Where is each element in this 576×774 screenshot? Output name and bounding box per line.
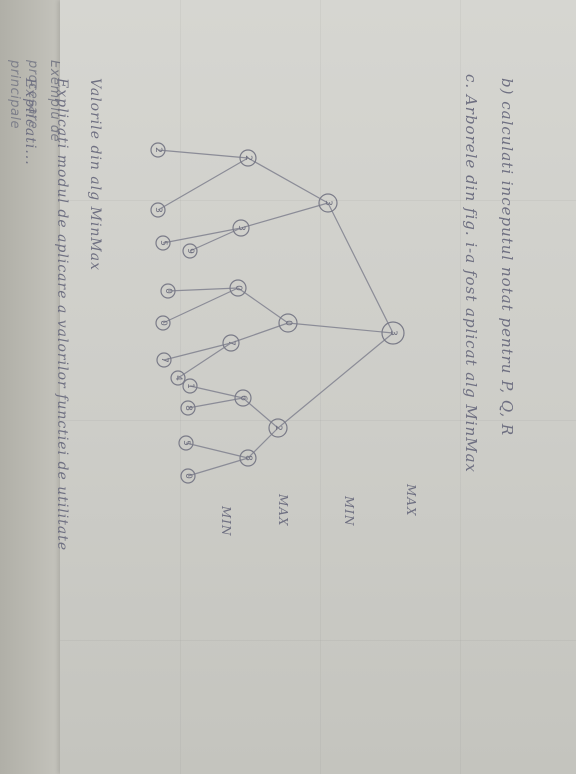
adjacent-page-line: principale	[7, 60, 22, 130]
paper-sheet	[60, 0, 576, 774]
adjacent-page: Exemplu de procesare principale	[0, 0, 68, 774]
adjacent-page-line: procesare	[25, 60, 40, 130]
